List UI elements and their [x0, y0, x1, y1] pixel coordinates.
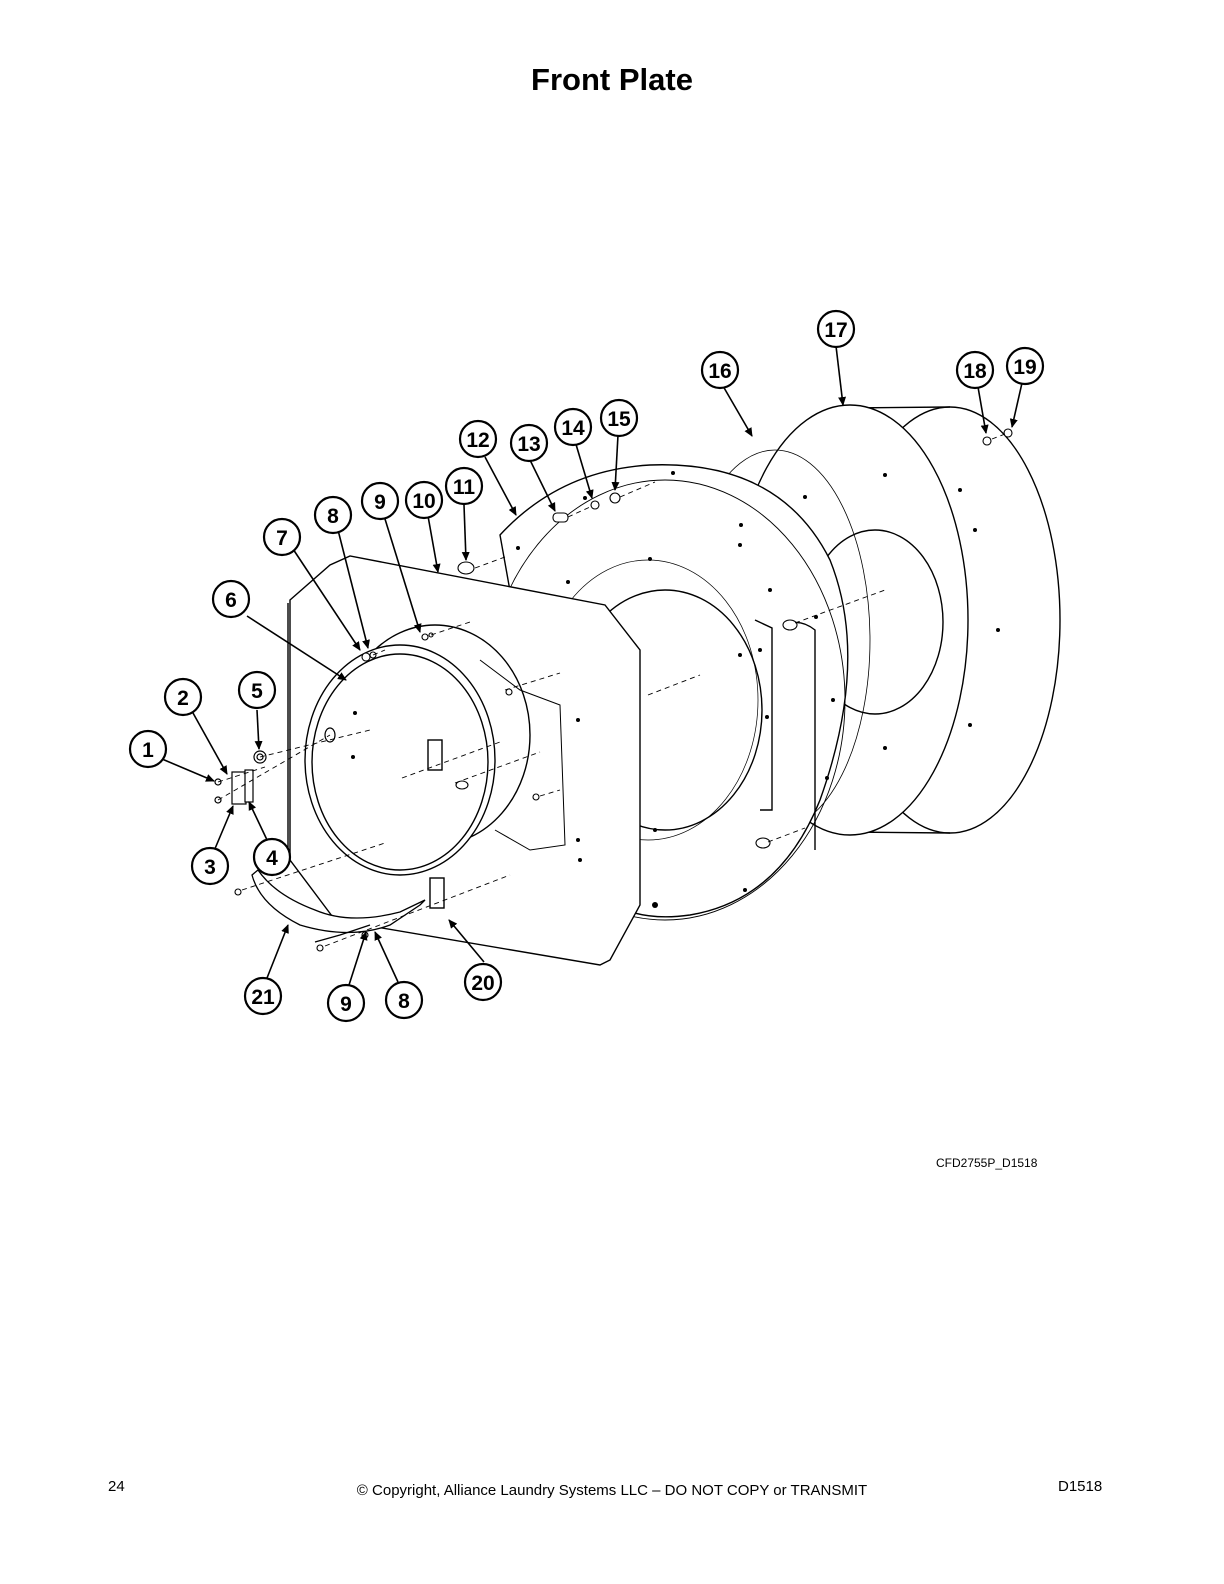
callout-12-label: 12 — [466, 429, 489, 452]
callout-bubbles: 1 2 3 4 5 6 7 8 9 10 11 12 13 14 15 16 1… — [128, 309, 1045, 1023]
callout-8: 8 — [313, 495, 353, 535]
callout-17-label: 17 — [824, 319, 847, 342]
callout-19: 19 — [1005, 346, 1045, 386]
callout-7-label: 7 — [276, 527, 288, 550]
callout-9-lower: 9 — [326, 983, 366, 1023]
copyright-notice: © Copyright, Alliance Laundry Systems LL… — [356, 1482, 868, 1499]
callout-4-label: 4 — [266, 847, 278, 870]
callout-4: 4 — [252, 837, 292, 877]
callout-1: 1 — [128, 729, 168, 769]
front-plate-drawing — [287, 555, 641, 966]
hinge-drawing — [214, 727, 336, 805]
callout-14-label: 14 — [561, 417, 585, 440]
figure-reference: CFD2755P_D1518 — [936, 1156, 1038, 1170]
dashed-assembly-lines — [217, 433, 1006, 947]
callout-5: 5 — [237, 670, 277, 710]
callout-18-label: 18 — [963, 360, 987, 383]
page-number: 24 — [108, 1478, 125, 1495]
callout-10: 10 — [404, 480, 444, 520]
callout-3-label: 3 — [204, 856, 216, 879]
callout-21-label: 21 — [251, 986, 275, 1009]
callout-20-label: 20 — [471, 972, 494, 995]
callout-10-label: 10 — [412, 490, 435, 513]
callout-9-lower-label: 9 — [340, 993, 352, 1016]
callout-11: 11 — [444, 466, 484, 506]
callout-8-label: 8 — [327, 505, 339, 528]
page-title: Front Plate — [531, 62, 693, 97]
callout-13-label: 13 — [517, 433, 540, 456]
leader-arrows — [161, 345, 1023, 986]
callout-20: 20 — [463, 962, 503, 1002]
callout-9-label: 9 — [374, 491, 386, 514]
callout-9: 9 — [360, 481, 400, 521]
callout-15: 15 — [599, 398, 639, 438]
callout-3: 3 — [190, 846, 230, 886]
callout-7: 7 — [262, 517, 302, 557]
callout-15-label: 15 — [607, 408, 631, 431]
callout-8-lower: 8 — [384, 980, 424, 1020]
callout-19-label: 19 — [1013, 356, 1036, 379]
callout-6-label: 6 — [225, 589, 237, 612]
callout-8-lower-label: 8 — [398, 990, 410, 1013]
callout-5-label: 5 — [251, 680, 263, 703]
callout-2-label: 2 — [177, 687, 189, 710]
callout-16-label: 16 — [708, 360, 731, 383]
callout-12: 12 — [458, 419, 498, 459]
document-code: D1518 — [1058, 1478, 1103, 1495]
callout-21: 21 — [243, 976, 283, 1016]
bottom-bracket-drawing — [251, 869, 426, 943]
callout-1-label: 1 — [142, 739, 154, 762]
callout-18: 18 — [955, 350, 995, 390]
callout-2: 2 — [163, 677, 203, 717]
callout-6: 6 — [211, 579, 251, 619]
callout-11-label: 11 — [453, 476, 476, 499]
callout-17: 17 — [816, 309, 856, 349]
callout-16: 16 — [700, 350, 740, 390]
callout-14: 14 — [553, 407, 593, 447]
callout-13: 13 — [509, 423, 549, 463]
